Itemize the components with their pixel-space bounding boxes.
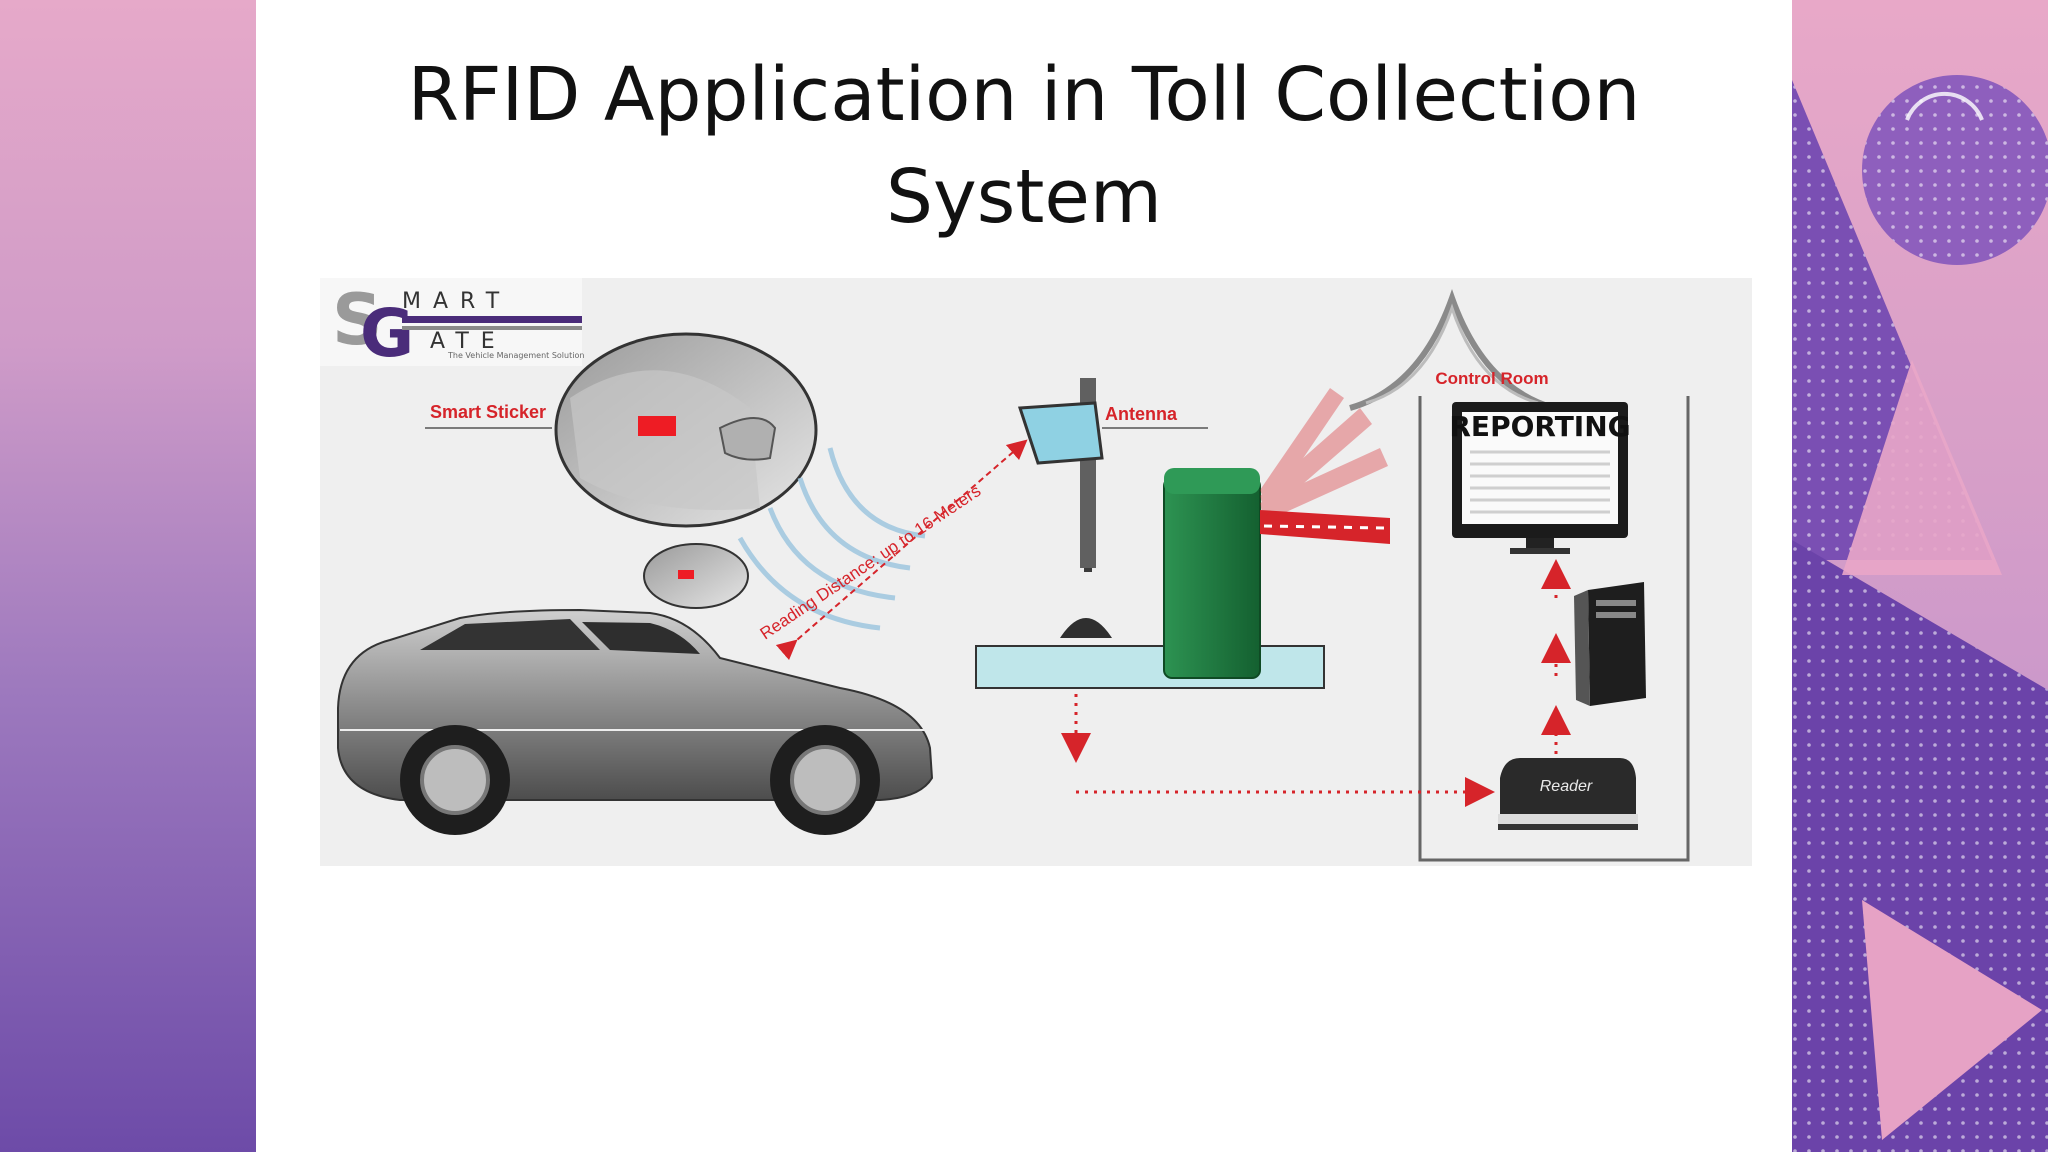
server-tower-icon — [1574, 582, 1646, 706]
sticker-zoom-bubble — [554, 332, 818, 609]
control-room-label: Control Room — [1435, 369, 1548, 388]
logo-text-bottom: ATE — [430, 329, 507, 354]
reader-label: Reader — [1540, 778, 1593, 795]
smart-gate-logo: S G MART ATE The Vehicle Management Solu… — [320, 278, 584, 372]
slide-title: RFID Application in Toll Collection Syst… — [256, 44, 1792, 248]
antenna-icon — [1017, 378, 1112, 638]
left-background-panel — [0, 0, 256, 1152]
svg-text:G: G — [360, 295, 414, 372]
smart-sticker-label: Smart Sticker — [430, 402, 546, 422]
control-room-building — [1349, 289, 1690, 862]
data-flow-arrows — [1061, 559, 1571, 807]
reader-device-icon — [1498, 758, 1638, 830]
svg-text:S: S — [332, 279, 382, 361]
reading-distance-label: Reading Distance: up to 16 Meters — [757, 481, 985, 643]
rfid-toll-diagram: S G MART ATE The Vehicle Management Solu… — [320, 278, 1752, 866]
car-image — [337, 608, 934, 835]
reporting-monitor-icon — [1452, 402, 1628, 554]
slide: RFID Application in Toll Collection Syst… — [256, 0, 1792, 1152]
pink-triangle-shape — [1862, 900, 2042, 1140]
logo-text-top: MART — [402, 289, 511, 314]
slide-title-line-2: System — [886, 154, 1162, 240]
right-background-panel — [1792, 0, 2048, 1152]
logo-tagline: The Vehicle Management Solution — [447, 351, 584, 360]
reporting-label: REPORTING — [1449, 410, 1630, 443]
slide-title-line-1: RFID Application in Toll Collection — [407, 52, 1641, 138]
antenna-label: Antenna — [1105, 404, 1178, 424]
sticker-tag-icon — [638, 416, 676, 436]
toll-lane-platform — [975, 645, 1325, 689]
barrier-gate-icon — [1163, 388, 1390, 679]
